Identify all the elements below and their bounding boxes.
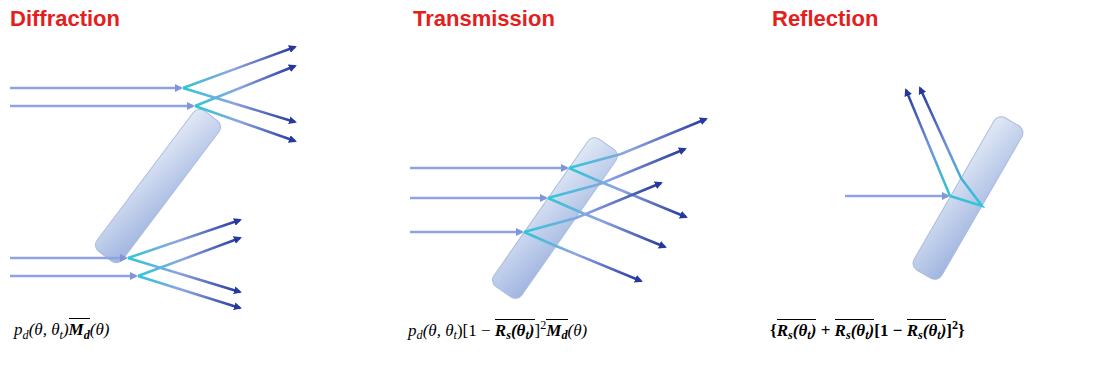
slab [92,106,223,266]
formula-term: + [816,321,834,340]
diffracted-ray [195,66,295,106]
formula-term: (θ [923,321,938,340]
diffracted-ray [128,258,240,292]
diffracted-ray [195,106,295,141]
formula-term: t [937,328,940,342]
transmitted-ray [548,149,685,198]
formula-term: s [788,328,793,342]
formula-term: (θ, θ [29,320,60,339]
formula-term: R [777,321,788,340]
reflected-ray [920,88,982,206]
diffracted-ray [138,238,240,276]
formula-term: 2 [952,318,958,332]
panel-title: Transmission [413,6,555,32]
formula-term: t [865,328,868,342]
formula-term: t [807,328,810,342]
formula-term: { [770,321,777,340]
formula-term: d [23,328,29,342]
formula-term: R [495,321,506,340]
formula-term: s [918,328,923,342]
formula-term: } [958,321,965,340]
panel-title: Reflection [772,6,878,32]
transmitted-ray [524,183,661,232]
overline-group: Rs(θt) [777,319,817,343]
formula-term: )[1 − [457,321,495,340]
diffraction-figure [10,47,295,308]
formula-term: [1 − [874,321,906,340]
incident-ray [845,195,948,198]
overline-group: Md [69,318,90,342]
formula-term: ) [811,321,817,340]
reflection-figure [845,88,1026,282]
incident-ray [10,257,126,260]
formula-term: d [561,328,567,342]
formula-term: s [506,328,511,342]
diffracted-ray [138,276,240,308]
incident-ray [10,275,136,278]
formula-term: (θ) [90,320,110,339]
formula-term: t [525,328,528,342]
incident-ray [10,105,193,108]
transmitted-ray [569,119,706,168]
panel-title: Diffraction [10,6,120,32]
transmitted-ray [524,232,641,281]
formula-term: t [60,328,63,342]
formula: pd(θ, θt)[1 − Rs(θt)]2Md(θ) [408,316,587,346]
formula: pd(θ, θt)Md(θ) [14,316,110,345]
formula-term: (θ [851,321,866,340]
incident-ray [410,197,546,200]
formula-term: ] [535,321,541,340]
formula-term: d [84,328,90,342]
formula-term: ) [869,321,875,340]
incident-ray [410,167,567,170]
formula-term: ) [529,321,535,340]
formula-term: ) [941,321,947,340]
transmitted-ray [569,168,686,217]
formula-term: s [846,328,851,342]
diffracted-ray [183,47,295,88]
diffracted-ray [128,220,240,258]
formula: {Rs(θt) + Rs(θt)[1 − Rs(θt)]2} [770,316,965,344]
formula-term: (θ [793,321,808,340]
formula-term: d [417,328,423,342]
overline-group: Rs(θt) [495,319,535,343]
overline-group: Rs(θt) [835,319,875,343]
formula-term: (θ, θ [423,321,454,340]
incident-ray [410,231,522,234]
overline-group: Rs(θt) [907,319,947,343]
formula-term: M [69,320,84,339]
formula-term: (θ [511,321,526,340]
overline-group: Md [546,319,567,343]
formula-term: R [835,321,846,340]
formula-term: R [907,321,918,340]
transmission-figure [410,119,706,301]
formula-term: (θ) [568,321,588,340]
formula-term: t [454,328,457,342]
formula-term: ] [946,321,952,340]
formula-term: p [408,321,417,340]
incident-ray [10,87,181,90]
formula-term: M [546,321,561,340]
formula-term: p [14,320,23,339]
